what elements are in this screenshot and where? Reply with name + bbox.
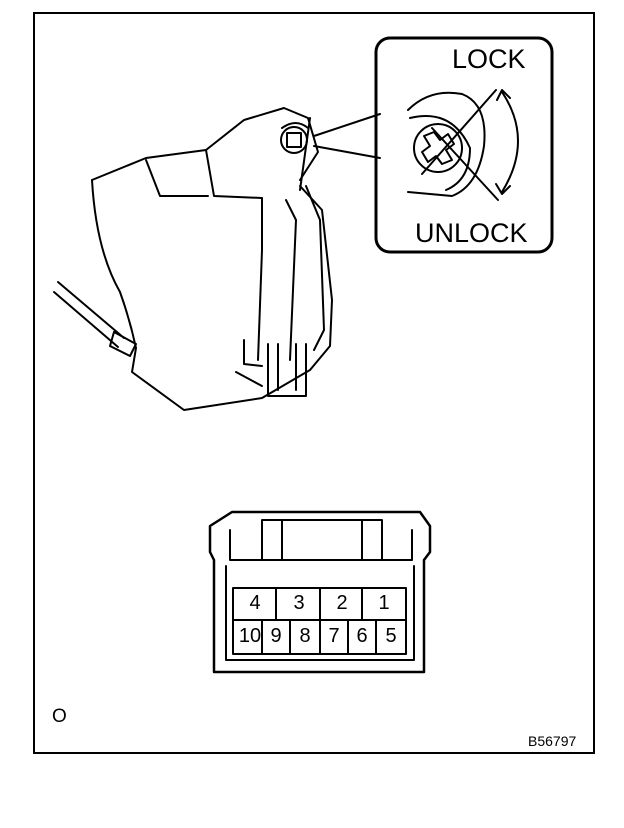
- code-label: O: [52, 706, 67, 727]
- lock-label: LOCK: [452, 44, 526, 74]
- figure-id: B56797: [528, 733, 577, 749]
- lock-callout: [374, 36, 554, 254]
- pin-label: 4: [249, 592, 261, 614]
- pin-label: 6: [356, 625, 368, 647]
- connector-housing: [208, 510, 432, 674]
- lock-screw-small: [280, 122, 309, 154]
- pin-label: 5: [385, 625, 397, 647]
- wire-harness: [53, 281, 137, 357]
- callout-leader: [313, 113, 381, 159]
- figure-frame: [33, 12, 595, 754]
- pin-label: 8: [299, 625, 311, 647]
- pin-label: 7: [328, 625, 340, 647]
- pin-label: 1: [378, 592, 390, 614]
- unlock-label: UNLOCK: [415, 218, 528, 248]
- pin-label: 9: [270, 625, 282, 647]
- pin-label: 10: [238, 625, 262, 647]
- pin-label: 2: [336, 592, 348, 614]
- pin-label: 3: [293, 592, 305, 614]
